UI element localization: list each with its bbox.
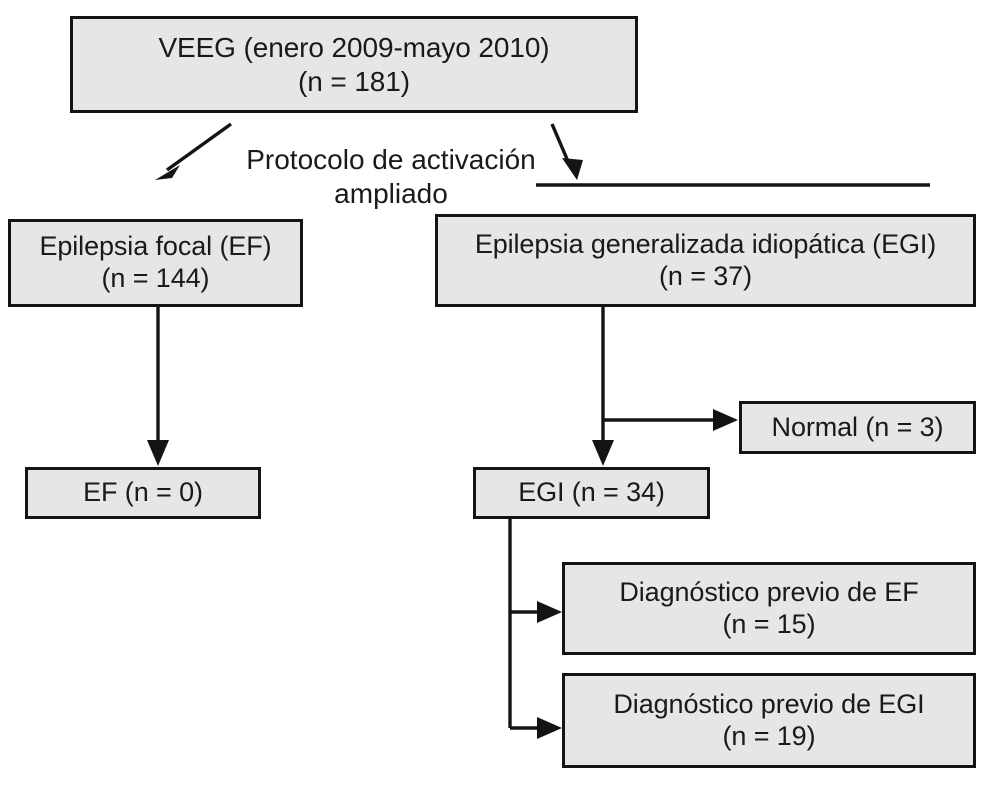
node-ef-resultado: EF (n = 0): [25, 467, 261, 519]
edge-egi34-to-diagnosticos: [508, 519, 562, 739]
node-diagnostico-previo-egi: Diagnóstico previo de EGI (n = 19): [562, 673, 976, 768]
node-diagnostico-previo-ef: Diagnóstico previo de EF (n = 15): [562, 562, 976, 655]
edge-label-protocolo-activacion: Protocolo de activación ampliado: [246, 144, 536, 209]
edge-generalizada-to-normal: [603, 409, 738, 431]
edge-generalizada-to-egi34: [592, 307, 614, 466]
edge-veeg-to-epilepsia-focal: [155, 122, 232, 180]
node-normal: Normal (n = 3): [739, 401, 976, 454]
node-egi-resultado: EGI (n = 34): [473, 467, 710, 519]
edge-focal-to-ef0: [147, 307, 169, 466]
node-epilepsia-generalizada-idiopatica: Epilepsia generalizada idiopática (EGI) …: [435, 214, 976, 307]
node-veeg: VEEG (enero 2009-mayo 2010) (n = 181): [70, 16, 638, 113]
node-epilepsia-focal: Epilepsia focal (EF) (n = 144): [8, 219, 303, 307]
edge-veeg-to-epilepsia-generalizada: [550, 123, 583, 180]
